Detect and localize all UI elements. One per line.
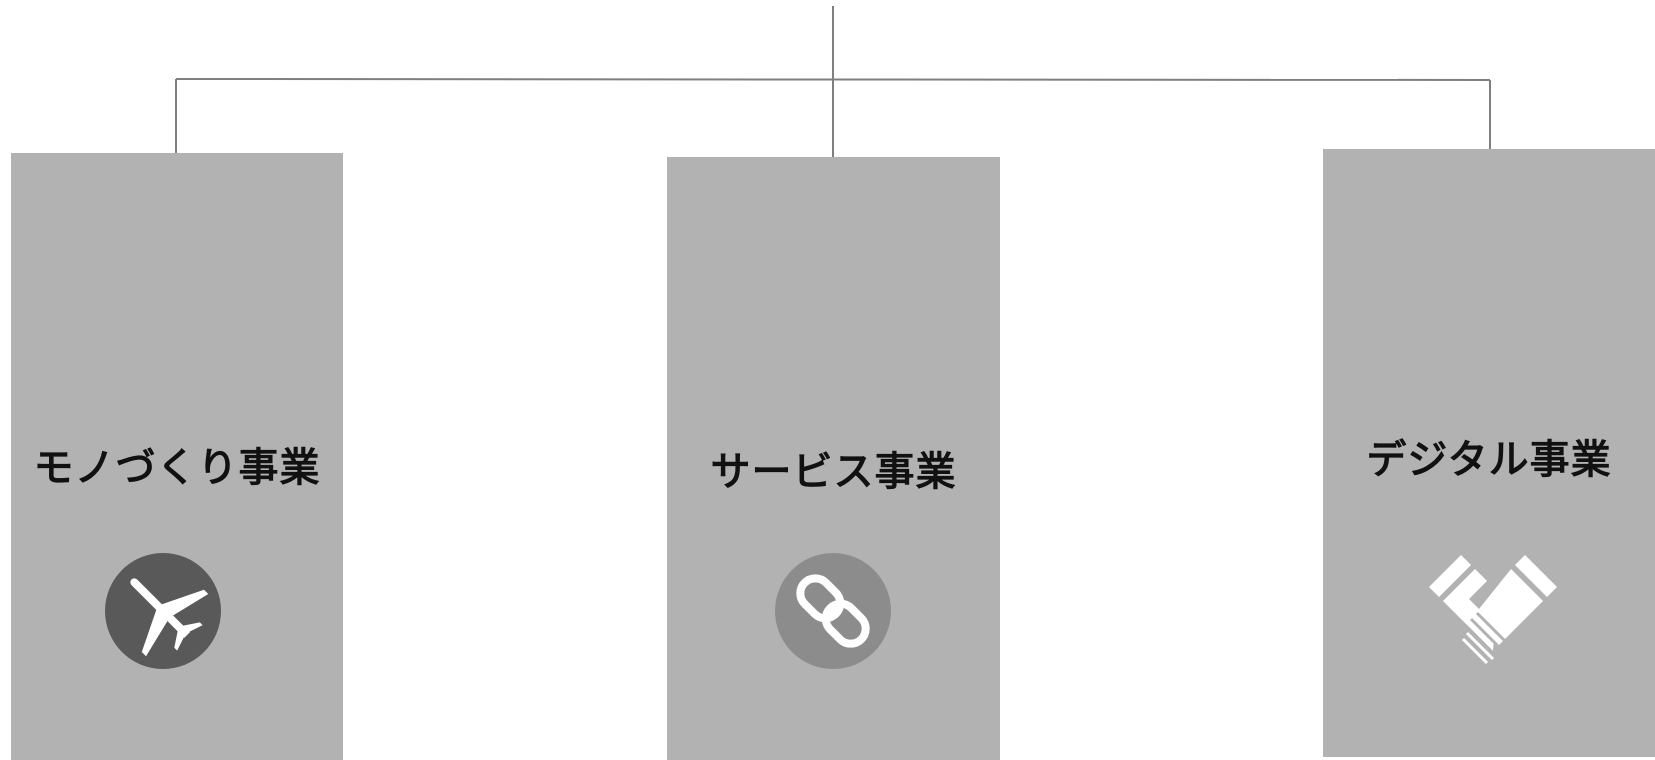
- handshake-icon: [1423, 547, 1563, 687]
- connector-horizontal-bar: [175, 78, 1491, 81]
- chain-link-icon: [775, 553, 891, 669]
- division-panel-digital: デジタル事業: [1323, 149, 1655, 757]
- division-title: サービス事業: [710, 449, 957, 495]
- airplane-icon: [105, 553, 221, 669]
- division-panel-service: サービス事業: [667, 157, 1000, 760]
- division-panel-manufacturing: モノづくり事業: [11, 153, 343, 760]
- division-title: モノづくり事業: [33, 445, 321, 491]
- division-title: デジタル事業: [1366, 437, 1612, 483]
